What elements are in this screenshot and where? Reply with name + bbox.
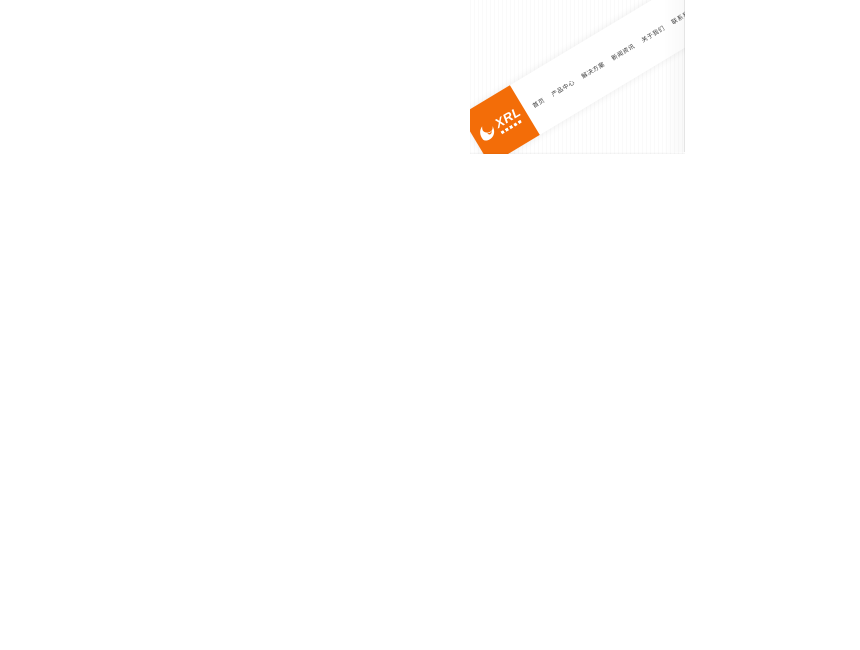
page-edge-right <box>663 0 685 152</box>
nav-item-products[interactable]: 产品中心 <box>550 79 577 98</box>
site-header-bar: XRL 首页 产品中心 解决方案 新闻资讯 关于我们 联系我们 <box>470 0 685 154</box>
site-logo[interactable]: XRL <box>470 85 540 154</box>
nav-item-news[interactable]: 新闻资讯 <box>610 43 637 62</box>
logo-texts: XRL <box>492 104 526 135</box>
nav-item-home[interactable]: 首页 <box>531 97 547 110</box>
page-edge-bottom <box>470 152 685 154</box>
logo-lion-icon <box>479 126 494 141</box>
site-preview-region: XRL 首页 产品中心 解决方案 新闻资讯 关于我们 联系我们 <box>470 0 685 154</box>
nav-item-solutions[interactable]: 解决方案 <box>580 61 607 80</box>
main-nav: 首页 产品中心 解决方案 新闻资讯 关于我们 联系我们 <box>523 0 685 114</box>
